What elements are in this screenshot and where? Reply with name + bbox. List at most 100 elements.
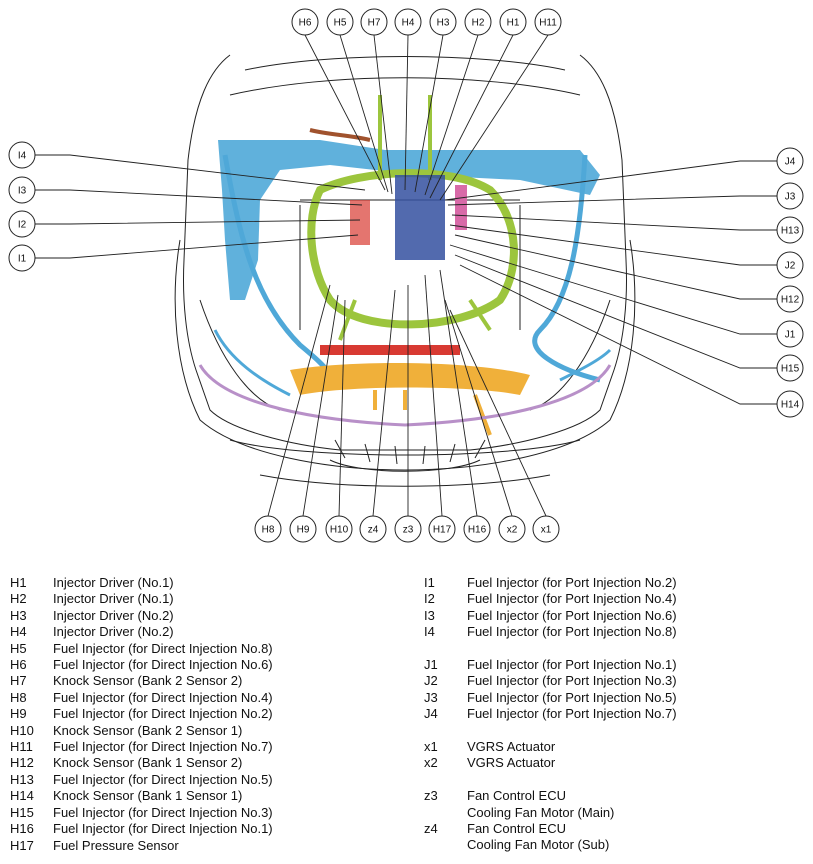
callout-label: H16 [468, 525, 487, 536]
callout-z3: z3 [394, 515, 422, 543]
callout-h3: H3 [429, 8, 457, 36]
leader-line-h15 [454, 254, 777, 369]
callout-h11: H11 [534, 8, 562, 36]
legend-code: H11 [10, 739, 33, 755]
legend-description: Knock Sensor (Bank 2 Sensor 1) [53, 722, 243, 738]
callout-h17: H17 [428, 515, 456, 543]
legend-code: H17 [10, 837, 34, 853]
callout-circle [776, 390, 804, 418]
callout-circle [289, 515, 317, 543]
callout-label: H17 [433, 525, 452, 536]
legend-code: H2 [10, 591, 27, 607]
legend-description: Fuel Injector (for Port Injection No.7) [467, 706, 677, 722]
legend-description: Knock Sensor (Bank 1 Sensor 1) [53, 788, 243, 804]
legend-code: H14 [10, 788, 34, 804]
callout-circle [291, 8, 319, 36]
legend-description: Fuel Pressure Sensor [53, 837, 179, 853]
leader-line-i2 [35, 219, 361, 225]
callout-h4: H4 [394, 8, 422, 36]
callout-h15: H15 [776, 354, 804, 382]
callout-label: H14 [781, 400, 800, 411]
legend-description: Cooling Fan Motor (Main) [467, 804, 615, 820]
legend-row: H7 Knock Sensor (Bank 2 Sensor 2) [10, 673, 410, 689]
callout-label: H3 [437, 18, 450, 29]
leader-line-h1 [429, 34, 514, 199]
callout-circle [499, 8, 527, 36]
legend-code: H7 [10, 673, 27, 689]
callout-h10: H10 [325, 515, 353, 543]
legend-code: J4 [424, 706, 438, 722]
legend-description: Fuel Injector (for Port Injection No.1) [467, 657, 677, 673]
callout-x1: x1 [532, 515, 560, 543]
legend-code: H1 [10, 575, 27, 590]
callout-label: J4 [785, 157, 796, 168]
callout-label: x1 [541, 525, 552, 536]
leader-line-x2 [444, 299, 513, 517]
leader-line-h12 [454, 234, 777, 300]
callout-h13: H13 [776, 216, 804, 244]
legend-code: x2 [424, 755, 438, 771]
legend-code: H6 [10, 657, 27, 673]
harness-navy [395, 175, 445, 260]
harness-orange [290, 363, 530, 436]
legend-code: H10 [10, 722, 34, 738]
leader-line-h9 [302, 294, 339, 517]
callout-label: H10 [330, 525, 349, 536]
callout-label: H2 [472, 18, 485, 29]
callout-circle [463, 515, 491, 543]
leader-line-h6 [304, 34, 386, 191]
callout-i2: I2 [8, 210, 36, 238]
leader-line-h7 [373, 34, 393, 195]
callout-label: H11 [539, 18, 557, 29]
legend-description: Fuel Injector (for Direct Injection No.7… [53, 739, 273, 755]
leader-line-h2 [424, 34, 479, 196]
callout-i3: I3 [8, 176, 36, 204]
callout-h12: H12 [776, 285, 804, 313]
legend-code: I1 [424, 575, 435, 590]
legend-code: J1 [424, 657, 438, 673]
legend-description: Fan Control ECU [467, 821, 566, 837]
callout-label: I3 [18, 186, 27, 197]
legend-description: Injector Driver (No.2) [53, 607, 174, 623]
legend-code [424, 837, 467, 853]
callout-i1: I1 [8, 244, 36, 272]
callout-label: I1 [18, 254, 27, 265]
callout-circle [359, 515, 387, 543]
callout-j3: J3 [776, 182, 804, 210]
callout-circle [8, 141, 36, 169]
legend-code: H12 [10, 755, 34, 771]
callout-circle [776, 285, 804, 313]
callout-circle [498, 515, 526, 543]
callout-leaders [35, 34, 777, 517]
callout-label: H8 [262, 525, 275, 536]
callout-circle [776, 354, 804, 382]
callout-h9: H9 [289, 515, 317, 543]
callout-label: H1 [507, 18, 520, 29]
legend-description: Fuel Injector (for Port Injection No.5) [467, 689, 677, 705]
legend-code: H8 [10, 689, 27, 705]
legend-description: Knock Sensor (Bank 2 Sensor 2) [53, 673, 243, 689]
callout-circle [776, 216, 804, 244]
legend-description: Fuel Injector (for Direct Injection No.8… [53, 640, 273, 656]
legend-description: Injector Driver (No.1) [53, 591, 174, 607]
harness-purple [198, 364, 612, 427]
callout-label: H12 [781, 295, 800, 306]
callout-circle [776, 147, 804, 175]
callout-label: z4 [368, 525, 379, 536]
callout-j4: J4 [776, 147, 804, 175]
leader-line-j4 [444, 160, 777, 201]
callout-j2: J2 [776, 251, 804, 279]
legend-description: Injector Driver (No.2) [53, 624, 174, 640]
callout-label: J3 [785, 192, 796, 203]
harness-green [307, 95, 518, 341]
leader-line-h17 [424, 274, 443, 517]
legend-row: J4 Fuel Injector (for Port Injection No.7… [424, 706, 804, 722]
